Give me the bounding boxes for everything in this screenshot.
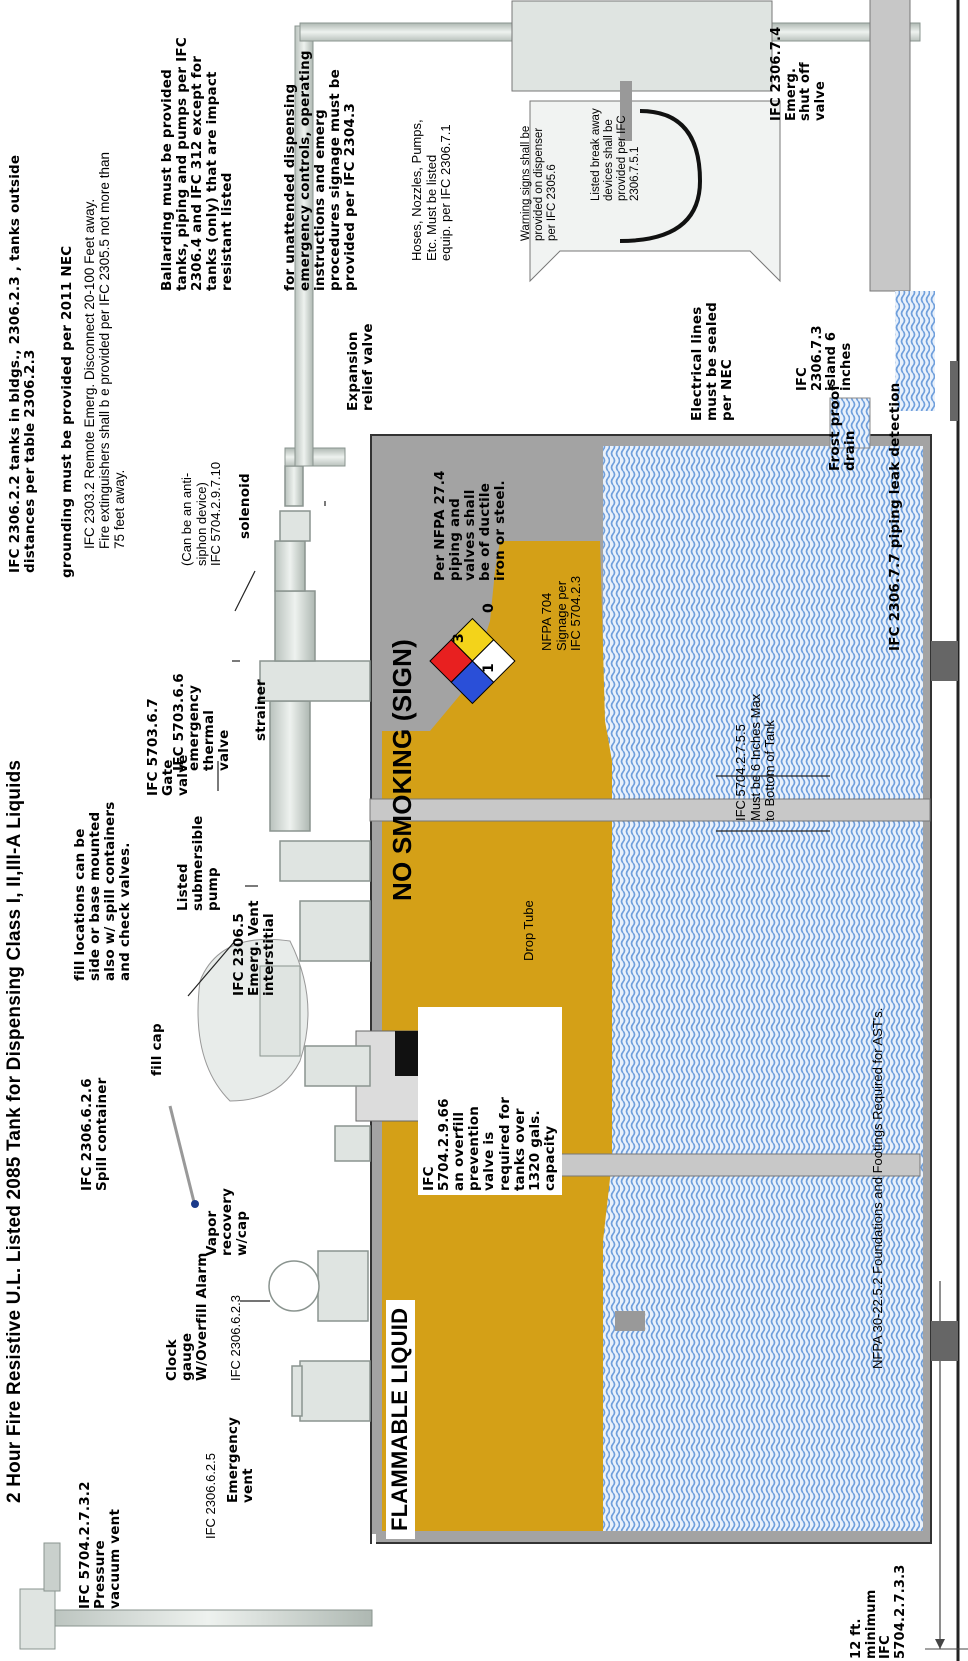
note-six-inches: IFC 5704.2.7.5.5 Must be 6 Inches Max to… — [733, 693, 778, 821]
note-piping-leak: IFC 2306.7.7 piping leak detection — [887, 382, 903, 652]
flammable-liquid-label: FLAMMABLE LIQUID — [386, 1299, 415, 1539]
note-solenoid: solenoid — [237, 473, 253, 539]
dispenser-body — [511, 0, 773, 92]
nfpa-instability: 0 — [481, 603, 497, 613]
note-ballarding: Ballarding must be provided tanks, pipin… — [159, 37, 236, 291]
note-electrical: Electrical lines must be sealed per NEC — [689, 302, 736, 421]
flammable-liquid-label-bg — [372, 1534, 376, 1546]
diagram-title: 2 Hour Fire Resistive U.L. Listed 2085 T… — [4, 759, 25, 1503]
drop-tube-label: Drop Tube — [521, 900, 536, 961]
note-unattended: for unattended dispensing emergency cont… — [282, 50, 359, 291]
nfpa-diamond — [429, 617, 516, 705]
note-frost-drain: Frost proof drain — [827, 384, 859, 471]
vent-pipe — [43, 1609, 373, 1627]
no-smoking-sign: NO SMOKING (SIGN) — [387, 639, 417, 901]
note-anti-siphon: (Can be an anti- siphon device) IFC 5704… — [179, 461, 224, 566]
note-hoses: Hoses, Nozzles, Pumps, Etc. Must be list… — [409, 119, 454, 261]
note-remote-emerg: IFC 2303.2 Remote Emerg. Disconnect 20-1… — [82, 152, 128, 549]
note-fill-locations: fill locations can be side or base mount… — [72, 801, 134, 981]
note-spill: IFC 2306.6.2.6 Spill container — [79, 1077, 111, 1191]
note-pressure-vent: IFC 5704.2.7.3.2 Pressure vacuum vent — [77, 1481, 124, 1609]
water-bottom — [603, 446, 923, 1531]
note-emerg-shutoff: IFC 2306.7.4 Emerg. shut off valve — [769, 26, 828, 121]
note-foundations: NFPA 30-22.5.2 Foundations and Footings … — [870, 1007, 885, 1369]
note-ifc-2306: IFC 2306.2.2 tanks in bldgs., 2306.2.3 ,… — [7, 154, 39, 573]
footing — [931, 1321, 958, 1361]
note-expansion: Expansion relief valve — [345, 323, 377, 411]
note-strainer: strainer — [253, 679, 269, 741]
nfpa-health: 1 — [481, 663, 497, 673]
note-nfpa-piping: Per NFPA 27.4 piping and valves shall be… — [432, 470, 509, 581]
note-clock-gauge: Clock gauge W/Overfill Alarm — [164, 1252, 211, 1381]
note-overfill: IFC 5704.2.9.66 an overfill prevention v… — [418, 1007, 562, 1195]
note-emerg-vent-interstitial: IFC 2306.5 Emerg. Vent interstitial — [231, 900, 278, 996]
note-warning-signs: Warning signs shall be provided on dispe… — [520, 125, 558, 241]
note-gate-valve: IFC 5703.6.7 Gate valve — [145, 698, 192, 796]
note-emergency-vent-ifc: IFC 2306.6.2.5 — [203, 1453, 218, 1539]
note-breakaway: Listed break away devices shall be provi… — [590, 108, 641, 201]
note-emergency-vent: Emergency vent — [225, 1416, 257, 1503]
note-submersible: Listed submersible pump — [175, 815, 222, 911]
nfpa-flammability: 3 — [451, 633, 467, 643]
note-min-height: 12 ft. minimum IFC 5704.2.7.3.3 — [849, 1564, 908, 1659]
note-vapor: Vapor recovery w/cap — [204, 1187, 251, 1256]
note-nfpa704: NFPA 704 Signage per IFC 5704.2.3 — [539, 575, 584, 651]
footing — [931, 641, 958, 681]
note-clock-gauge-ifc: IFC 2306.6.2.3 — [228, 1295, 243, 1381]
note-fill-cap: fill cap — [149, 1023, 165, 1076]
submersible-tube — [369, 798, 931, 822]
note-grounding: grounding must be provided per 2011 NEC — [59, 245, 75, 578]
